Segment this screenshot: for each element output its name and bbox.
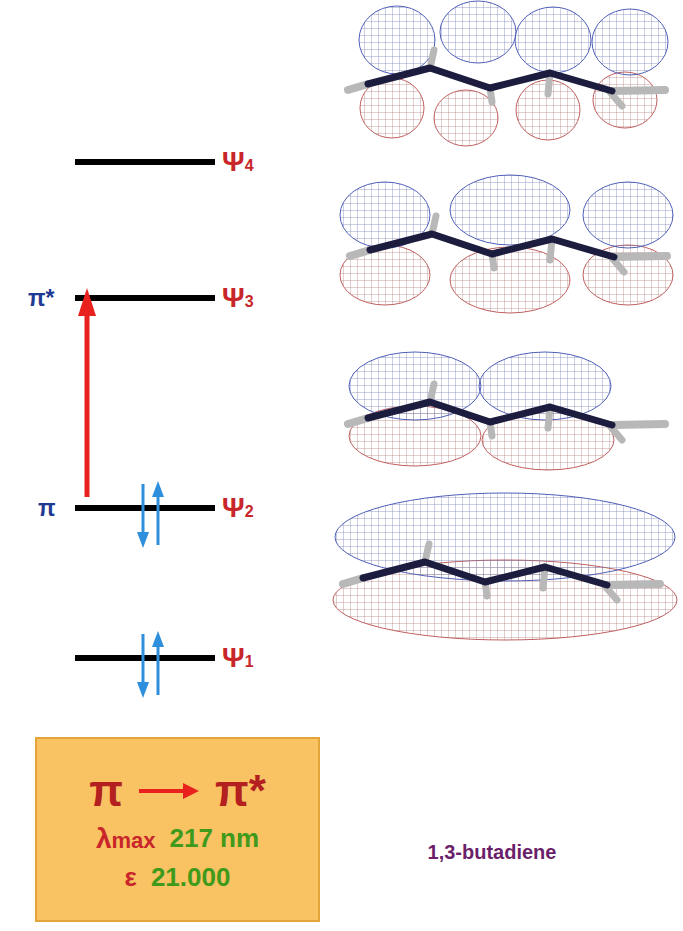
level-label: π bbox=[38, 497, 56, 520]
box-text: ε bbox=[125, 864, 137, 891]
box-text: λmax bbox=[96, 824, 156, 853]
orbital-label: Ψ1 bbox=[222, 644, 254, 672]
excitation-arrow bbox=[78, 288, 96, 497]
orbital-label: Ψ3 bbox=[222, 284, 254, 312]
energy-levels bbox=[75, 162, 215, 658]
orbital-psi2 bbox=[348, 352, 665, 470]
orbital-label: Ψ2 bbox=[222, 494, 254, 522]
orbital-psi1 bbox=[333, 493, 677, 640]
box-text: π bbox=[89, 768, 123, 814]
orbital-label: Ψ4 bbox=[222, 148, 254, 176]
electron-pair bbox=[137, 481, 164, 548]
level-label: π* bbox=[28, 287, 55, 310]
box-text: 217 nm bbox=[170, 825, 260, 852]
electron-pair bbox=[137, 631, 164, 698]
box-text: π* bbox=[215, 768, 266, 814]
molecule-name: 1,3-butadiene bbox=[428, 842, 557, 862]
orbital-psi3 bbox=[340, 175, 673, 313]
box-text: 21.000 bbox=[151, 864, 231, 891]
transition-box: π π* λmax 217 nm ε 21.000 bbox=[35, 737, 320, 922]
orbital-psi4 bbox=[348, 1, 668, 146]
reaction-arrow bbox=[137, 780, 201, 802]
